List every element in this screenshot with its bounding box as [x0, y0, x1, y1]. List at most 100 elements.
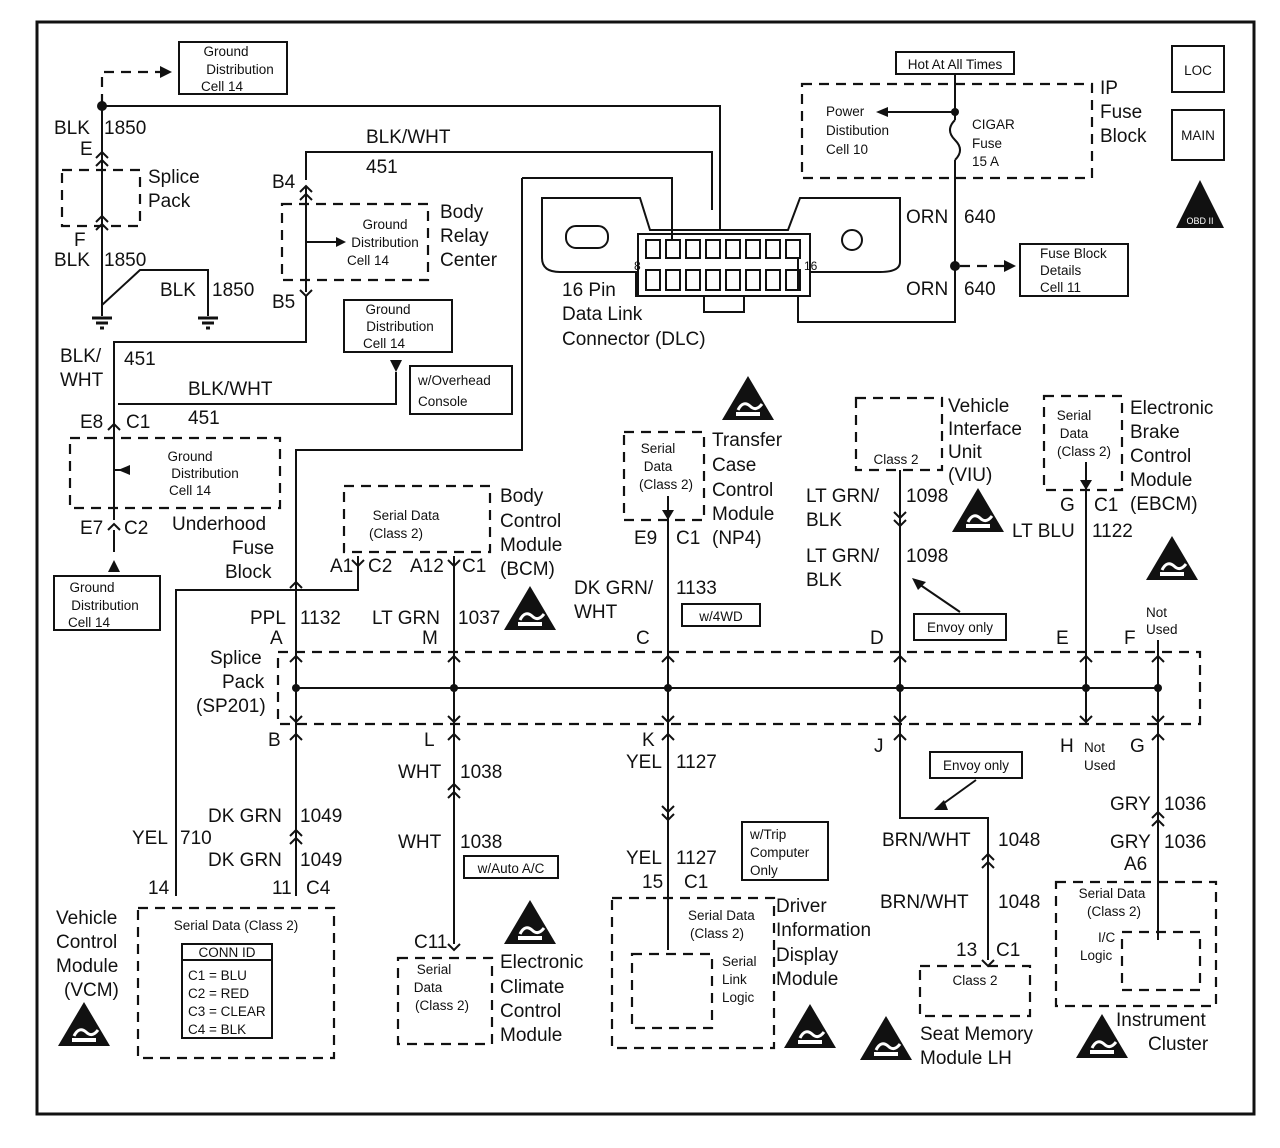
svg-text:Fuse: Fuse	[972, 136, 1002, 151]
svg-text:Serial Data (Class 2): Serial Data (Class 2)	[174, 918, 299, 933]
dim-logic-box	[630, 952, 714, 1030]
svg-text:BLK: BLK	[54, 250, 90, 271]
esd-icon-bcm	[502, 584, 558, 632]
svg-text:Computer: Computer	[750, 845, 810, 860]
svg-text:(Class 2): (Class 2)	[1087, 904, 1141, 919]
svg-text:Ground: Ground	[365, 302, 410, 317]
dim-box	[610, 896, 776, 1050]
svg-text:Not: Not	[1084, 740, 1105, 755]
envoy-only-note-viu: Envoy only	[913, 613, 1007, 641]
svg-text:E: E	[80, 139, 93, 160]
svg-text:B5: B5	[272, 292, 295, 313]
svg-text:Logic: Logic	[1080, 948, 1113, 963]
svg-text:(VCM): (VCM)	[64, 980, 119, 1001]
connector-symbols	[95, 150, 1165, 968]
svg-text:Splice: Splice	[210, 648, 262, 669]
sp201-pin-a: A	[270, 628, 283, 649]
svg-text:1133: 1133	[676, 578, 717, 599]
svg-text:Ground: Ground	[167, 449, 212, 464]
esd-icon-dim	[782, 1002, 838, 1050]
svg-text:Brake: Brake	[1130, 422, 1180, 443]
esd-icon-vcm	[56, 1000, 112, 1048]
svg-text:1098: 1098	[906, 486, 948, 507]
svg-text:Console: Console	[418, 394, 468, 409]
svg-text:Center: Center	[440, 250, 498, 271]
svg-text:1132: 1132	[300, 608, 341, 629]
sp201-pin-h: H	[1060, 736, 1074, 757]
svg-text:1048: 1048	[998, 830, 1040, 851]
svg-text:Serial: Serial	[641, 441, 676, 456]
svg-text:GRY: GRY	[1110, 832, 1151, 853]
svg-text:Interface: Interface	[948, 419, 1022, 440]
svg-text:Fuse: Fuse	[1100, 102, 1142, 123]
svg-text:BLK: BLK	[806, 570, 842, 591]
svg-text:WHT: WHT	[398, 762, 442, 783]
svg-text:Link: Link	[722, 972, 747, 987]
svg-text:1049: 1049	[300, 806, 342, 827]
svg-text:Cell 14: Cell 14	[169, 483, 212, 498]
auto-ac-note: w/Auto A/C	[463, 855, 559, 879]
svg-text:Control: Control	[712, 480, 773, 501]
ground-distribution-overhead: Ground Distribution Cell 14	[343, 299, 453, 353]
sp201-pin-f: F	[1124, 628, 1136, 649]
svg-text:OBD II: OBD II	[1186, 216, 1213, 226]
w4wd-note: w/4WD	[681, 603, 761, 627]
svg-text:Pack: Pack	[222, 672, 265, 693]
svg-text:B4: B4	[272, 172, 296, 193]
svg-text:1850: 1850	[104, 118, 146, 139]
svg-text:Underhood: Underhood	[172, 514, 266, 535]
svg-text:C4: C4	[306, 878, 331, 899]
svg-text:DK GRN: DK GRN	[208, 850, 282, 871]
svg-text:Display: Display	[776, 945, 839, 966]
svg-text:A1: A1	[330, 556, 353, 577]
svg-text:YEL: YEL	[626, 848, 662, 869]
svg-text:YEL: YEL	[626, 752, 662, 773]
svg-text:Climate: Climate	[500, 977, 564, 998]
svg-text:1122: 1122	[1092, 521, 1133, 542]
svg-text:15 A: 15 A	[972, 154, 999, 169]
svg-text:Hot At All Times: Hot At All Times	[908, 57, 1003, 72]
svg-text:1127: 1127	[676, 848, 717, 869]
viu-box	[854, 396, 944, 472]
svg-text:Connector (DLC): Connector (DLC)	[562, 329, 706, 350]
ground-distribution-bottom: Ground Distribution Cell 14	[53, 575, 161, 631]
svg-text:BLK/WHT: BLK/WHT	[188, 379, 273, 400]
sp201-pin-m: M	[422, 628, 438, 649]
ic-logic-box	[1120, 930, 1202, 992]
svg-text:Distribution: Distribution	[171, 466, 239, 481]
svg-text:1038: 1038	[460, 762, 502, 783]
svg-text:Module: Module	[56, 956, 118, 977]
svg-text:Seat Memory: Seat Memory	[920, 1024, 1033, 1045]
svg-text:451: 451	[366, 157, 398, 178]
svg-text:Cell 14: Cell 14	[201, 79, 244, 94]
svg-text:1049: 1049	[300, 850, 342, 871]
sp201-pin-j: J	[874, 736, 884, 757]
svg-text:1036: 1036	[1164, 794, 1206, 815]
svg-text:G: G	[1060, 495, 1075, 516]
svg-text:Serial: Serial	[417, 962, 452, 977]
svg-text:LT BLU: LT BLU	[1012, 521, 1075, 542]
svg-text:GRY: GRY	[1110, 794, 1151, 815]
sp201-pin-b: B	[268, 730, 281, 751]
svg-text:710: 710	[180, 828, 212, 849]
svg-text:1038: 1038	[460, 832, 502, 853]
svg-text:Ground: Ground	[203, 44, 248, 59]
svg-text:Block: Block	[1100, 126, 1147, 147]
svg-text:16: 16	[804, 259, 818, 273]
svg-text:(Class 2): (Class 2)	[415, 998, 469, 1013]
svg-text:ORN: ORN	[906, 207, 948, 228]
svg-text:Module: Module	[776, 969, 838, 990]
svg-text:Cluster: Cluster	[1148, 1034, 1209, 1055]
svg-text:F: F	[74, 230, 86, 251]
svg-text:Control: Control	[1130, 446, 1191, 467]
svg-text:C2: C2	[368, 556, 392, 577]
svg-text:(Class 2): (Class 2)	[690, 926, 744, 941]
svg-text:C1: C1	[462, 556, 486, 577]
svg-text:Serial Data: Serial Data	[688, 908, 755, 923]
svg-text:C1: C1	[126, 412, 150, 433]
sp201-pin-g: G	[1130, 736, 1145, 757]
overhead-console-note: w/Overhead Console	[409, 365, 513, 415]
svg-text:11: 11	[272, 878, 292, 899]
vcm-box	[136, 906, 336, 1060]
svg-text:BRN/WHT: BRN/WHT	[882, 830, 971, 851]
